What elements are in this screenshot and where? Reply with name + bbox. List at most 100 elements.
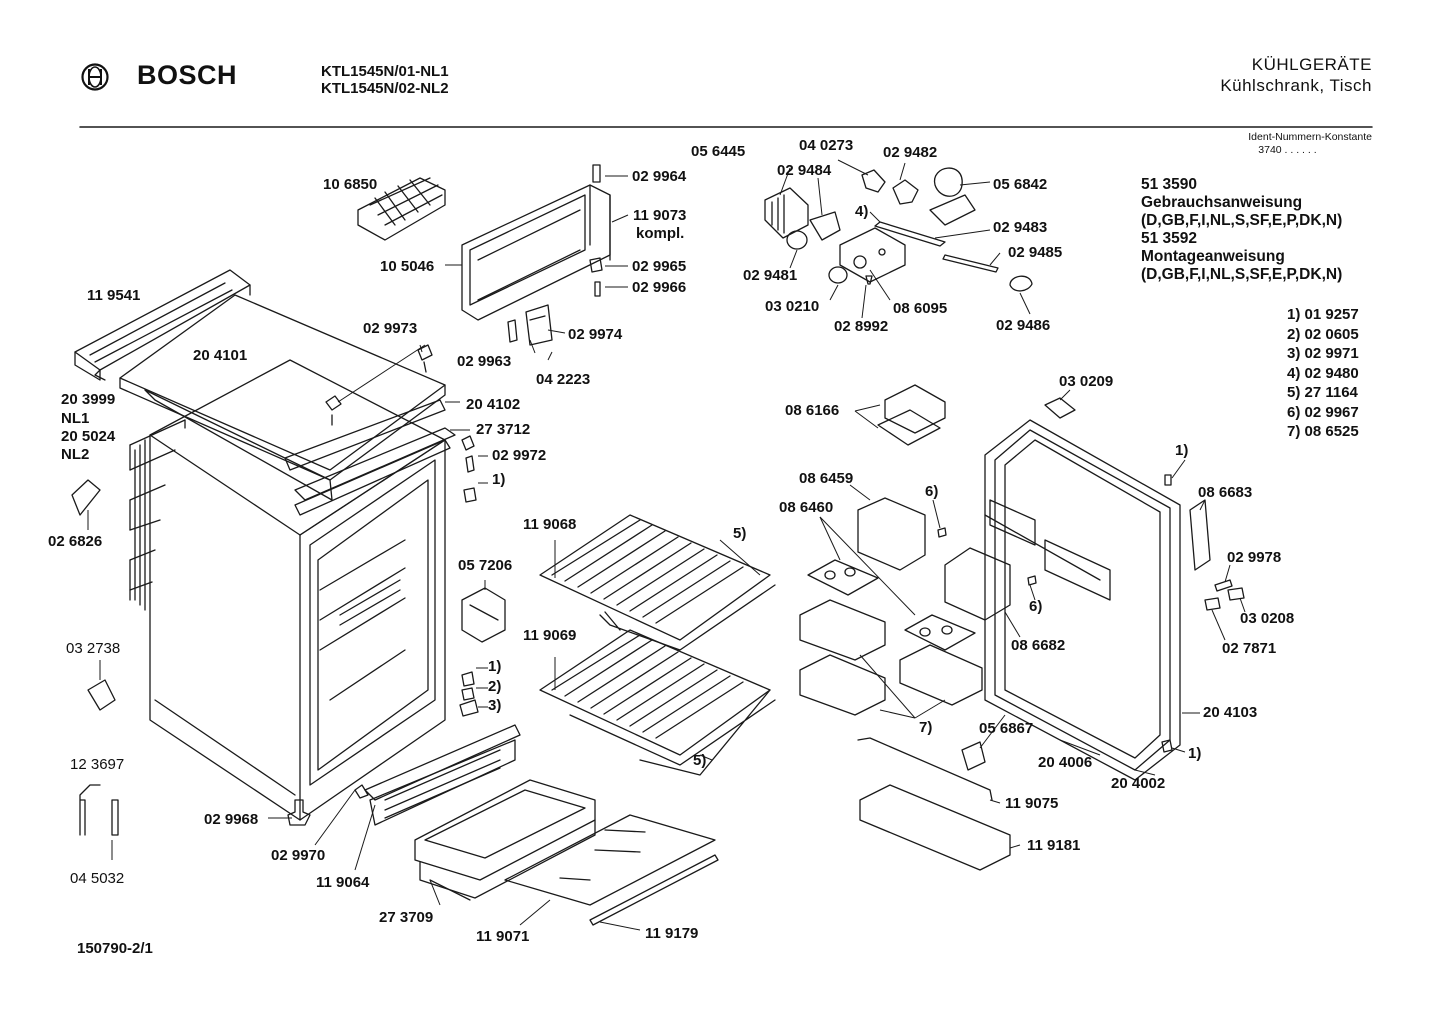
part-label: 02 9970 <box>271 847 326 864</box>
part-label: 08 6459 <box>799 470 854 487</box>
part-label: 11 9071 <box>476 928 530 945</box>
part-label: 2) <box>488 678 502 695</box>
part-label: 05 7206 <box>458 557 513 574</box>
rear-grille <box>75 270 250 380</box>
wire-shelf-lower <box>540 630 775 775</box>
door-bin <box>800 655 885 715</box>
foot <box>288 800 310 825</box>
doc-line: Montageanweisung <box>1141 248 1285 265</box>
part-label: 02 9483 <box>993 219 1048 236</box>
part-label: 5) <box>693 752 707 769</box>
condenser-grid <box>130 420 185 610</box>
doc-line: 51 3590 <box>1141 176 1198 193</box>
part-label: 02 9963 <box>457 353 512 370</box>
footnote: 6) 02 9967 <box>1287 403 1359 421</box>
footer-code: 150790-2/1 <box>77 940 153 957</box>
egg-tray <box>808 560 878 595</box>
sensor-cable <box>80 785 100 835</box>
lamp-socket <box>893 180 918 204</box>
part-label: 20 5024 <box>61 428 116 445</box>
part-label: 11 9075 <box>1005 795 1059 812</box>
part-label: 5) <box>733 525 747 542</box>
footnote: 3) 02 9971 <box>1287 345 1359 362</box>
glass-shelf <box>505 815 715 905</box>
part-label: 6) <box>925 483 939 500</box>
part-label: 1) <box>1188 745 1202 762</box>
part-label: 05 6842 <box>993 176 1048 193</box>
clip <box>962 742 985 770</box>
part-label: 05 6867 <box>979 720 1034 737</box>
screw <box>462 436 476 502</box>
lower-grille <box>355 725 520 825</box>
screw <box>1205 598 1220 610</box>
thermostat-cover <box>765 188 808 238</box>
part-label: NL1 <box>61 410 90 427</box>
crisper-drawer <box>415 780 595 900</box>
egg-tray <box>905 615 975 650</box>
part-label: 02 9484 <box>777 162 832 179</box>
doc-line: 51 3592 <box>1141 230 1198 247</box>
part-label: 11 9069 <box>523 627 577 644</box>
part-label: 08 6166 <box>785 402 840 419</box>
bosch-armature-icon <box>80 62 110 92</box>
category-subtitle: Kühlschrank, Tisch <box>1220 76 1372 95</box>
model-1: KTL1545N/01-NL1 <box>321 63 449 80</box>
doc-line: (D,GB,F,I,NL,S,SF,E,P,DK,N) <box>1141 212 1343 229</box>
model-2: KTL1545N/02-NL2 <box>321 80 449 97</box>
knob <box>1010 276 1032 291</box>
rack-bar <box>858 738 992 800</box>
part-label: NL2 <box>61 446 90 463</box>
freezer-door <box>462 185 610 320</box>
part-label: 02 9485 <box>1008 244 1063 261</box>
part-label: 03 0208 <box>1240 610 1295 627</box>
frame-rail <box>295 428 455 515</box>
ident-value: 3740 . . . . . . <box>1258 144 1317 156</box>
shelf-trim <box>590 855 718 925</box>
doc-line: (D,GB,F,I,NL,S,SF,E,P,DK,N) <box>1141 266 1343 283</box>
hinge-part <box>508 320 517 342</box>
bracket-rod <box>875 222 945 246</box>
part-label: 6) <box>1029 598 1043 615</box>
part-label: 7) <box>919 719 933 736</box>
part-label: 02 9965 <box>632 258 687 275</box>
screw <box>1162 475 1172 752</box>
ice-tray <box>358 178 445 240</box>
footnotes-list: 1) 01 9257 2) 02 0605 3) 02 9971 4) 02 9… <box>1287 305 1359 442</box>
butter-tray <box>878 410 940 445</box>
brand-name: BOSCH <box>137 60 238 90</box>
part-label: 11 9179 <box>645 925 699 942</box>
ident-block: Ident-Nummern-Konstante 3740 . . . . . . <box>1248 131 1372 157</box>
screw <box>593 165 600 182</box>
bulb <box>862 170 885 192</box>
screw <box>460 672 478 716</box>
ident-label: Ident-Nummern-Konstante <box>1248 131 1372 143</box>
handle-part <box>72 480 100 515</box>
knob <box>829 267 847 283</box>
part-label: 02 9974 <box>568 326 623 343</box>
part-label: 11 9064 <box>316 874 370 891</box>
part-label: 11 9073 <box>633 207 687 224</box>
sensor-rod <box>112 800 118 835</box>
part-label: 20 4103 <box>1203 704 1258 721</box>
part-label: 11 9181 <box>1027 837 1081 854</box>
door-bin <box>800 600 885 660</box>
part-label: 03 0209 <box>1059 373 1114 390</box>
vent-plate <box>462 588 505 642</box>
part-label: 02 9966 <box>632 279 687 296</box>
part-label: 05 6445 <box>691 143 746 160</box>
part-label: 20 4102 <box>466 396 521 413</box>
footnote: 7) 08 6525 <box>1287 423 1359 440</box>
part-label: 02 9978 <box>1227 549 1282 566</box>
part-label: 08 6095 <box>893 300 948 317</box>
part-label: kompl. <box>636 225 685 242</box>
footnote: 4) 02 9480 <box>1287 364 1359 382</box>
screw <box>418 345 432 372</box>
part-label: 10 6850 <box>323 176 378 193</box>
part-label: 02 9968 <box>204 811 259 828</box>
bracket-rod <box>943 255 998 272</box>
leader-lines <box>88 160 1245 930</box>
capacitor <box>88 680 115 710</box>
part-label: 02 8992 <box>834 318 889 335</box>
part-label: 02 9973 <box>363 320 418 337</box>
